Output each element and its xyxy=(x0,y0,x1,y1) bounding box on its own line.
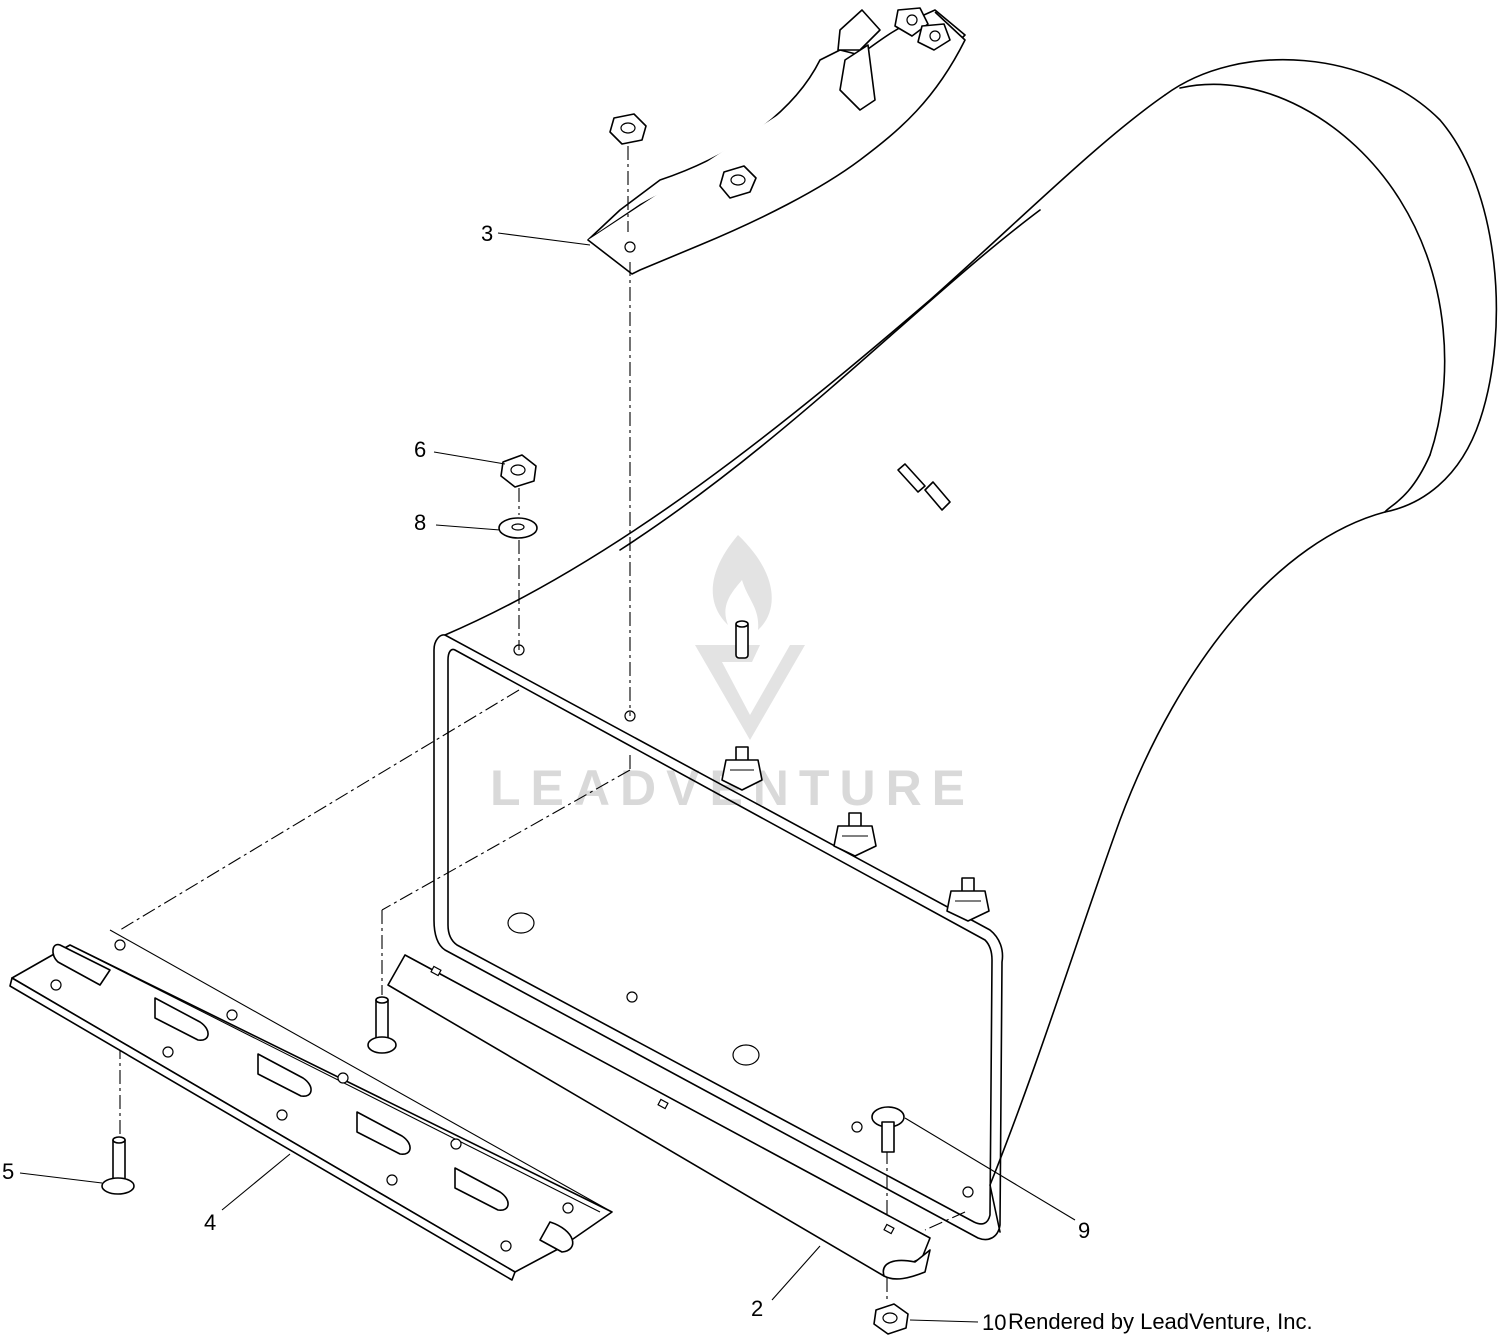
part-lock-nut xyxy=(873,1303,909,1335)
callout-3: 3 xyxy=(481,221,493,246)
pin-middle xyxy=(367,996,397,1054)
callout-6: 6 xyxy=(414,437,426,462)
flame-icon xyxy=(712,535,772,630)
part-nut xyxy=(500,454,537,488)
callouts: 3 6 8 5 4 2 9 10 xyxy=(2,221,1090,1335)
callout-8: 8 xyxy=(414,510,426,535)
callout-2: 2 xyxy=(751,1296,763,1321)
part-strap xyxy=(587,7,966,275)
callout-5: 5 xyxy=(2,1159,14,1184)
part-pin xyxy=(101,1136,135,1195)
part-strip xyxy=(387,954,931,1280)
credit-text: Rendered by LeadVenture, Inc. xyxy=(1008,1309,1313,1334)
callout-9: 9 xyxy=(1078,1218,1090,1243)
part-hinge xyxy=(9,929,613,1281)
callout-10: 10 xyxy=(982,1310,1006,1335)
callout-4: 4 xyxy=(204,1210,216,1235)
nut-top xyxy=(609,113,647,145)
discharge-chute xyxy=(433,58,1498,1241)
part-carriage-bolt xyxy=(871,1106,905,1153)
leadventure-logo-icon xyxy=(695,645,805,740)
assembly-lines xyxy=(119,146,966,1300)
leader-lines xyxy=(19,232,1076,1323)
part-washer xyxy=(498,517,538,539)
